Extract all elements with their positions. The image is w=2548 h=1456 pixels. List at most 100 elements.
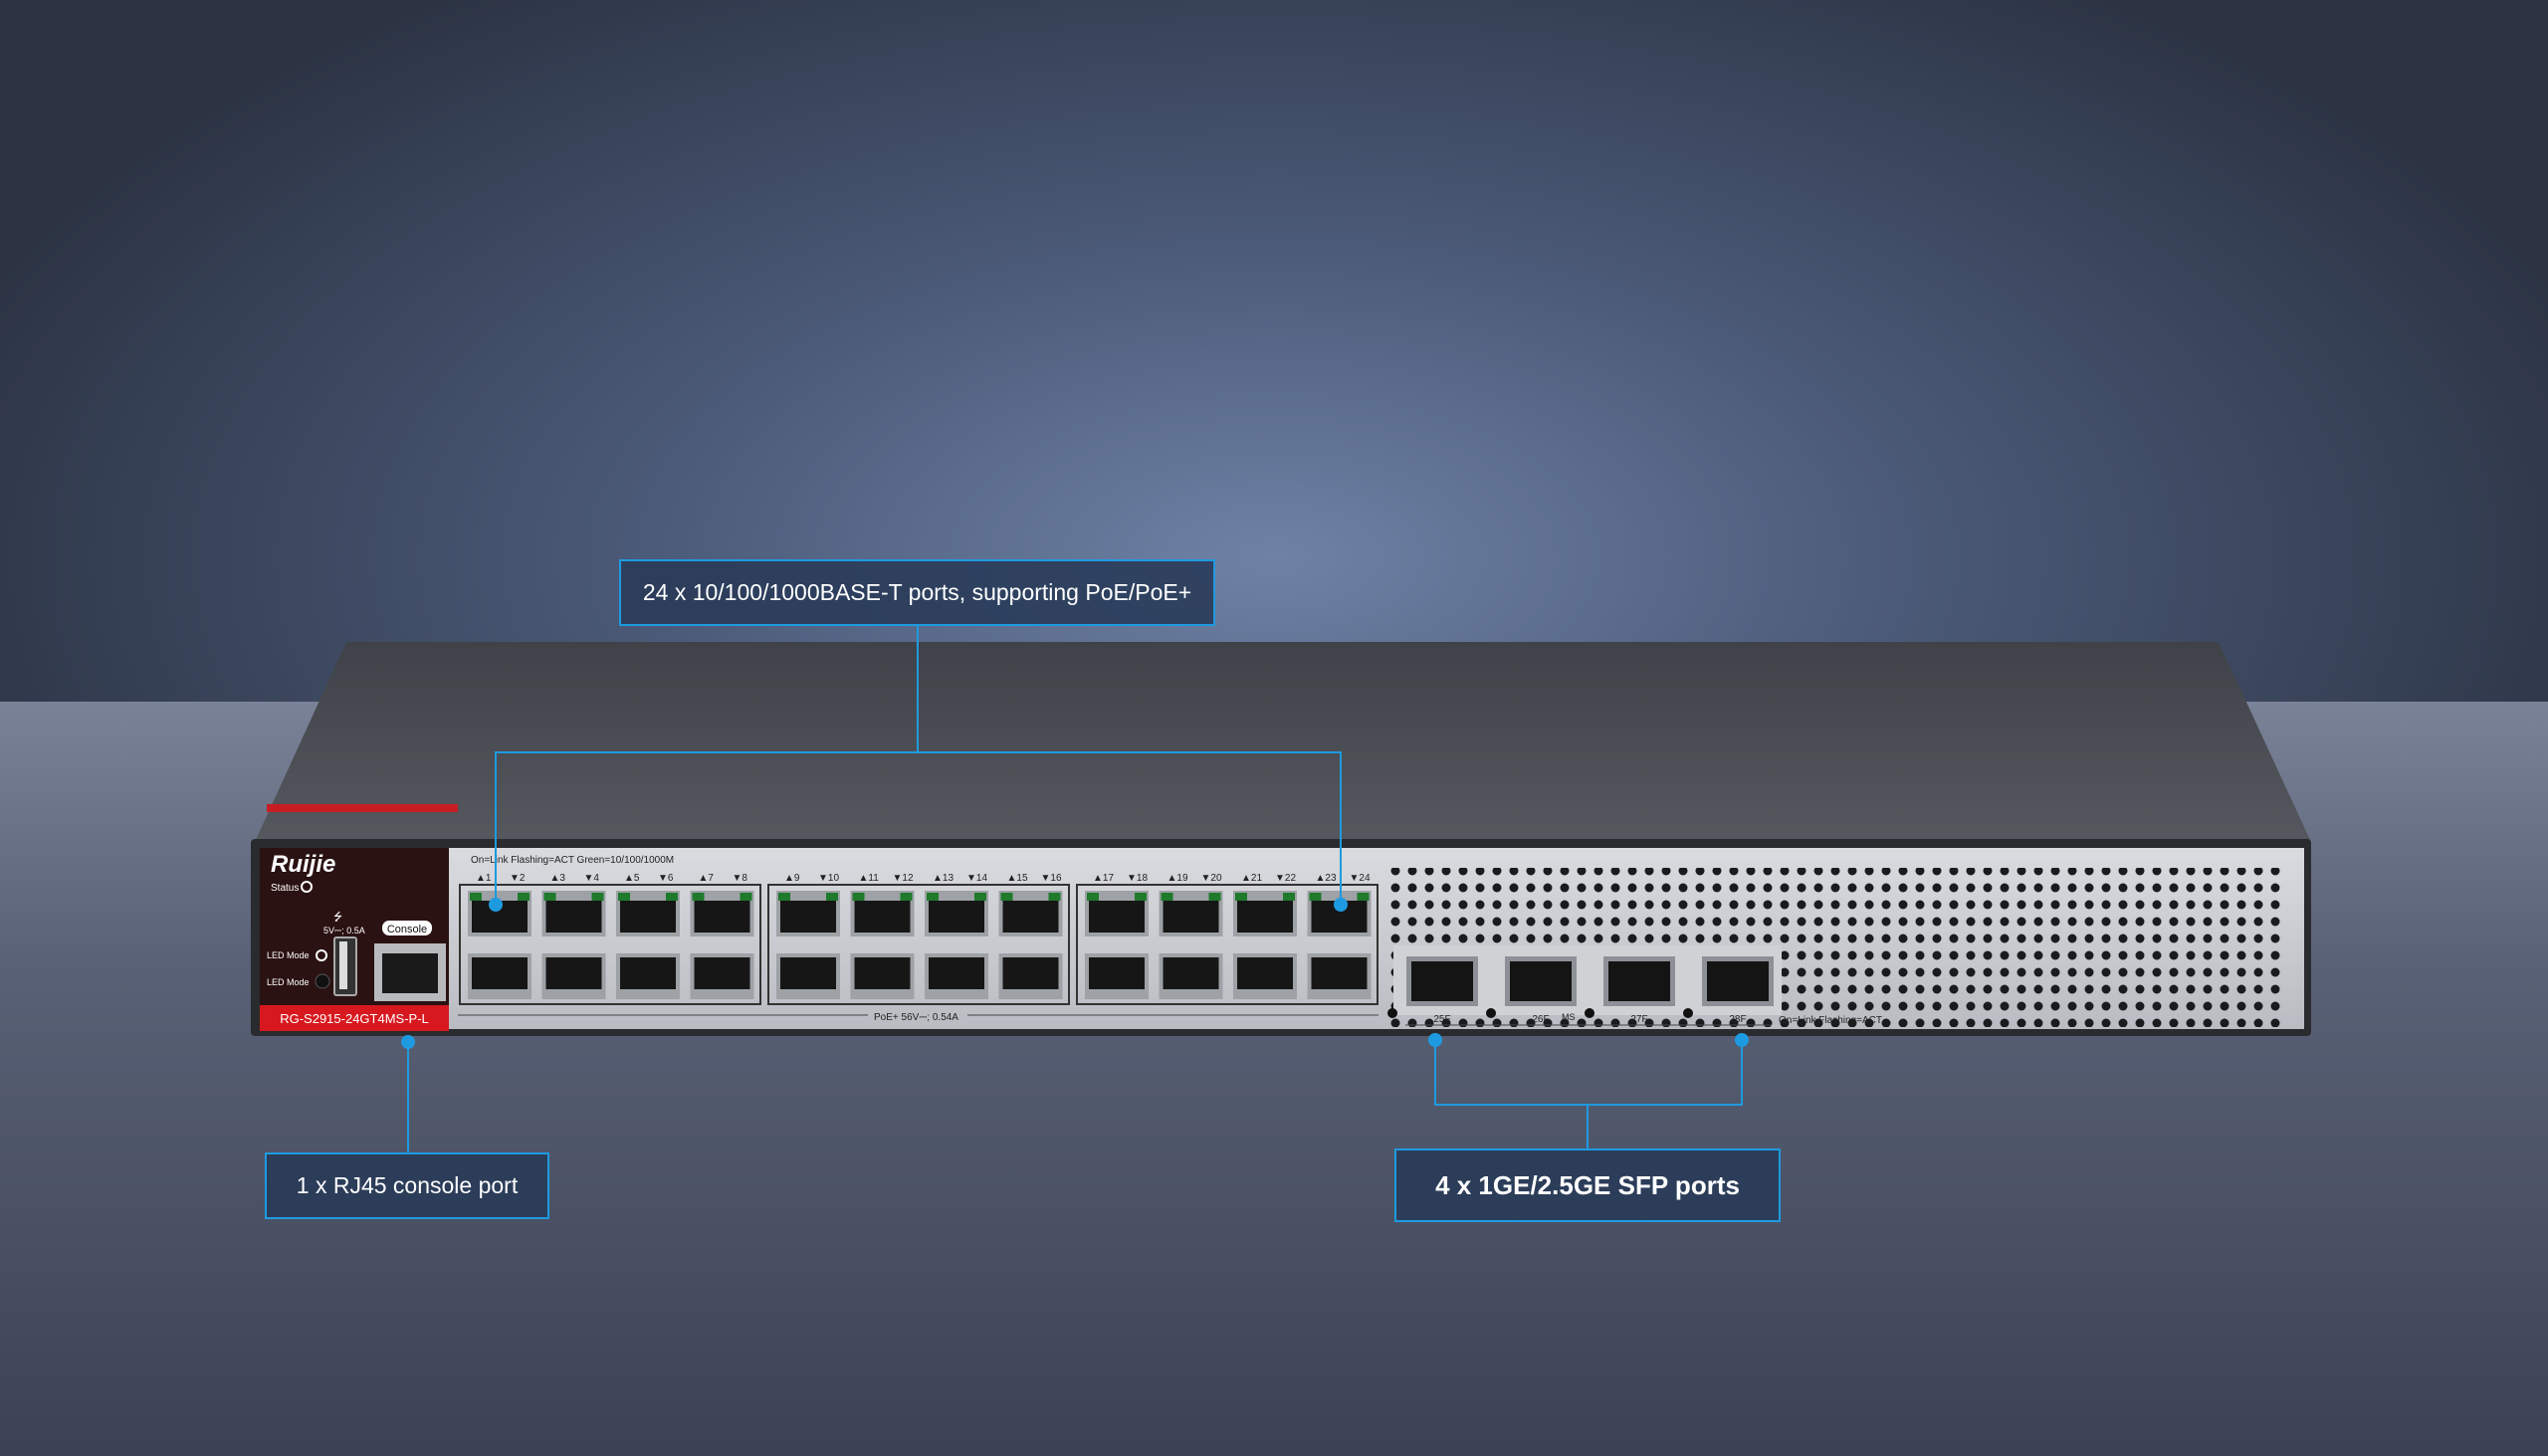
sfp-led [1683,1008,1693,1018]
link-led [852,893,865,901]
act-led [900,893,913,901]
port-number-label: ▲7 [699,873,715,884]
link-led [692,893,705,901]
sfp-port-label: 25F [1433,1014,1450,1025]
status-led [301,881,313,893]
rj45-port-2[interactable] [468,953,531,999]
chassis-red-stripe [267,804,458,812]
port-number-label: ▲11 [859,873,880,884]
model-label-bg [260,1005,449,1031]
callout-lines [407,626,1743,1152]
act-led [591,893,604,901]
usb-icon: ⭍ [333,911,342,924]
chassis-top [255,642,2311,842]
rj45-port-9[interactable] [776,891,840,936]
rj45-port-14[interactable] [925,953,988,999]
rj45-port-6[interactable] [616,953,680,999]
rj45-port-24[interactable] [1307,953,1372,999]
rj45-port-10[interactable] [776,953,840,999]
act-led [1208,893,1221,901]
sfp-port-27F[interactable] [1603,956,1675,1006]
rj45-port-12[interactable] [850,953,915,999]
status-label: Status [271,883,299,894]
link-led [1087,893,1099,901]
sfp-led [1387,1008,1397,1018]
rj45-port-5[interactable] [616,891,680,936]
rj45-port-15[interactable] [998,891,1063,936]
port-number-label: ▲1 [476,873,492,884]
callout-dot-sfp28 [1735,1033,1749,1047]
port-group-frame [767,884,1070,1005]
led-legend: On=Link Flashing=ACT Green=10/100/1000M [471,855,674,866]
usb-port-tongue [339,941,347,989]
rj45-port-7[interactable] [690,891,754,936]
link-led [778,893,790,901]
port-number-label: ▲3 [550,873,566,884]
rj45-port-11[interactable] [850,891,915,936]
sfp-port-26F[interactable] [1505,956,1577,1006]
rj45-port-19[interactable] [1159,891,1223,936]
rj45-port-22[interactable] [1233,953,1297,999]
port-number-label: ▲15 [1007,873,1028,884]
act-led [1283,893,1295,901]
link-led [1000,893,1013,901]
port-number-label: ▼12 [893,873,914,884]
rj45-port-18[interactable] [1085,953,1149,999]
port-number-label: ▼10 [818,873,839,884]
link-led [1309,893,1322,901]
callout-dot-console [401,1035,415,1049]
rj45-port-1[interactable] [468,891,531,936]
poe-rating: PoE+ 56V⎓; 0.54A [874,1012,958,1023]
port-number-label: ▼20 [1201,873,1222,884]
rj45-port-16[interactable] [998,953,1063,999]
act-led [740,893,752,901]
rj45-port-13[interactable] [925,891,988,936]
link-led [927,893,939,901]
sfp-port-25F[interactable] [1406,956,1478,1006]
port-number-label: ▲9 [784,873,800,884]
sfp-port-28F[interactable] [1702,956,1774,1006]
link-led [1235,893,1247,901]
port-number-label: ▲19 [1168,873,1188,884]
rj45-port-21[interactable] [1233,891,1297,936]
rj45-port-23[interactable] [1307,891,1372,936]
link-led [1161,893,1173,901]
console-label: Console [387,924,427,936]
port-number-label: ▲21 [1241,873,1262,884]
port-number-label: ▲13 [933,873,954,884]
port-number-label: ▼6 [658,873,674,884]
act-led [826,893,838,901]
console-callout: 1 x RJ45 console port [265,1152,549,1219]
rj45-port-3[interactable] [541,891,606,936]
rj45-port-8[interactable] [690,953,754,999]
sfp-port-label: 27F [1630,1014,1647,1025]
act-led [518,893,530,901]
sfp-callout: 4 x 1GE/2.5GE SFP ports [1394,1148,1781,1222]
port-number-label: ▼8 [733,873,748,884]
console-port-jack [382,953,438,993]
callout-dot-port23 [1334,898,1348,912]
link-led [470,893,482,901]
rj45-port-4[interactable] [541,953,606,999]
rj45-port-20[interactable] [1159,953,1223,999]
port-number-label: ▲17 [1093,873,1114,884]
usb-rating: 5V⎓; 0.5A [323,926,365,936]
sfp-port-label: 28F [1729,1014,1746,1025]
led-mode-label-2: LED Mode [267,977,310,987]
callout-dot-port1 [489,898,503,912]
link-led [618,893,630,901]
rj45-port-group: ▲1▼2▲3▼4▲5▼6▲7▼8▲9▼10▲11▼12▲13▼14▲15▼16▲… [459,873,1379,1005]
brand-logo: Ruijie [271,851,335,878]
led-mode-button[interactable] [315,973,330,989]
act-led [1048,893,1061,901]
ports-callout: 24 x 10/100/1000BASE-T ports, supporting… [619,559,1215,626]
port-number-label: ▼24 [1350,873,1371,884]
rj45-port-17[interactable] [1085,891,1149,936]
sfp-led [1486,1008,1496,1018]
port-number-label: ▼14 [966,873,987,884]
act-led [666,893,678,901]
port-number-label: ▼2 [510,873,526,884]
callout-dot-sfp25 [1428,1033,1442,1047]
